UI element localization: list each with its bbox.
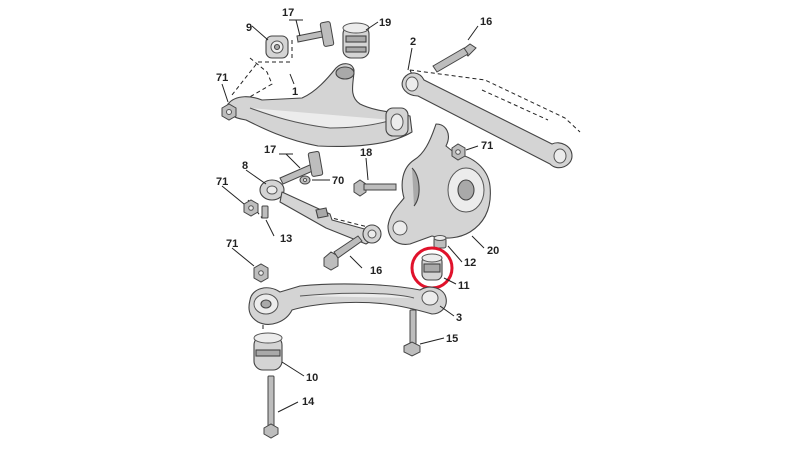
callout-16-lower: 16	[370, 265, 382, 277]
callout-labels: 17 19 9 16 2 71 1 17 71 18 8 70 71 13 71…	[216, 7, 499, 408]
bushing-19	[342, 22, 370, 59]
trailing-link-2	[401, 72, 573, 169]
stud-13	[261, 205, 269, 219]
washer-70	[299, 175, 311, 185]
nut-71-b	[451, 143, 466, 161]
callout-70: 70	[332, 175, 344, 187]
toe-link-8	[259, 179, 382, 245]
callout-18: 18	[360, 147, 372, 159]
bushing-10	[253, 332, 283, 371]
bolt-16-lower	[323, 235, 363, 271]
bushing-9	[265, 35, 289, 59]
callout-14: 14	[302, 396, 315, 408]
lower-control-arm-3	[248, 283, 447, 325]
callout-10: 10	[306, 372, 318, 384]
callout-16-upper: 16	[480, 16, 492, 28]
leader-lines	[221, 19, 485, 413]
callout-71-c: 71	[216, 176, 228, 188]
callout-19: 19	[379, 17, 391, 29]
callout-17-middle: 17	[264, 144, 276, 156]
bolt-15	[403, 309, 421, 357]
bolt-14	[263, 375, 279, 439]
callout-3: 3	[456, 312, 462, 324]
nut-71-d	[253, 263, 269, 283]
bolt-16-upper	[432, 43, 477, 73]
upper-control-arm-1	[226, 63, 413, 148]
bolt-17-middle	[279, 150, 324, 185]
callout-15: 15	[446, 333, 458, 345]
callout-11: 11	[458, 280, 470, 292]
callout-17-upper: 17	[282, 7, 294, 19]
callout-71-b: 71	[481, 140, 493, 152]
callout-71-d: 71	[226, 238, 238, 250]
knuckle-20	[387, 123, 491, 245]
callout-20: 20	[487, 245, 499, 257]
callout-8: 8	[242, 160, 248, 172]
callout-13: 13	[280, 233, 292, 245]
callout-1: 1	[292, 86, 298, 98]
nut-71-a	[221, 103, 237, 121]
bushing-11	[421, 253, 443, 281]
nut-71-c	[243, 199, 259, 217]
bolt-18	[353, 179, 397, 197]
callout-2: 2	[410, 36, 416, 48]
callout-71-a: 71	[216, 72, 228, 84]
bolt-17-upper	[296, 21, 335, 47]
callout-9: 9	[246, 22, 252, 34]
stud-12	[433, 235, 447, 249]
callout-12: 12	[464, 257, 476, 269]
